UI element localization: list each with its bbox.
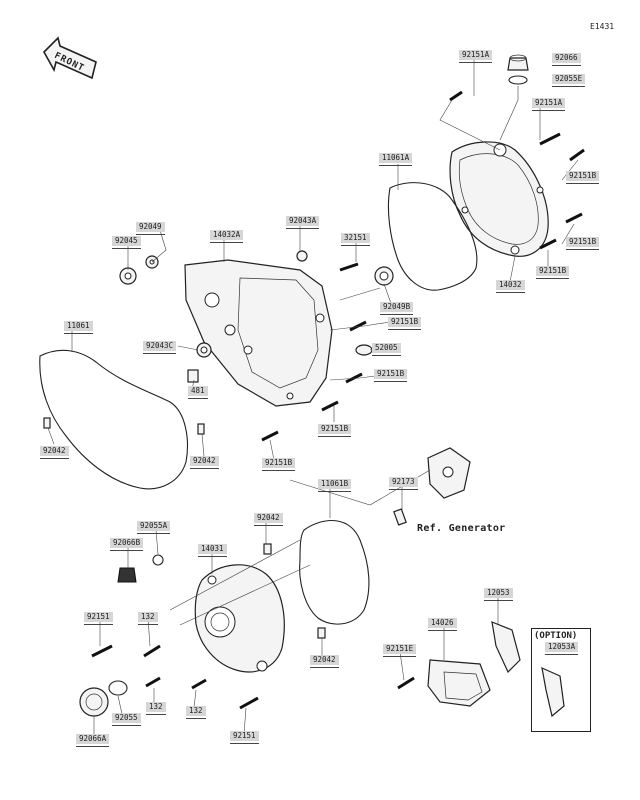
- part-callout[interactable]: 92151: [84, 612, 113, 625]
- part-callout[interactable]: 92066: [552, 53, 581, 66]
- dowel-pins: [263, 543, 326, 639]
- part-callout[interactable]: 32151: [341, 233, 370, 246]
- part-callout[interactable]: 92043A: [286, 216, 320, 229]
- part-callout[interactable]: 11061A: [379, 153, 413, 166]
- part-callout[interactable]: 14026: [428, 618, 457, 631]
- part-callout[interactable]: 14032A: [210, 230, 244, 243]
- part-callout[interactable]: 92151B: [318, 424, 352, 437]
- part-callout[interactable]: 92042: [254, 513, 283, 526]
- part-callout[interactable]: 11061: [64, 321, 93, 334]
- part-callout[interactable]: 92151B: [374, 369, 408, 382]
- part-callout[interactable]: 12053: [484, 588, 513, 601]
- part-callout[interactable]: 52005: [372, 343, 401, 356]
- part-callout[interactable]: 92066B: [110, 538, 144, 551]
- inner-cover: [184, 259, 333, 407]
- part-callout[interactable]: 92042: [190, 456, 219, 469]
- bolts: [91, 90, 585, 710]
- part-callout[interactable]: 92151A: [459, 50, 493, 63]
- part-callout[interactable]: 92045: [112, 236, 141, 249]
- part-callout[interactable]: 92043C: [143, 341, 177, 354]
- diagram-code: E1431: [590, 22, 615, 31]
- part-callout[interactable]: 92173: [389, 477, 418, 490]
- part-callout[interactable]: 132: [146, 702, 166, 715]
- part-callout[interactable]: 92055E: [552, 74, 586, 87]
- part-callout[interactable]: 12053A: [545, 642, 579, 655]
- part-callout[interactable]: 92151A: [532, 98, 566, 111]
- part-callout[interactable]: 92151B: [262, 458, 296, 471]
- generator-reference-part: [393, 447, 471, 526]
- part-callout[interactable]: 92042: [40, 446, 69, 459]
- part-callout[interactable]: 92151E: [383, 644, 417, 657]
- part-callout[interactable]: 481: [188, 386, 208, 399]
- part-callout[interactable]: 132: [138, 612, 158, 625]
- part-callout[interactable]: 92042: [310, 655, 339, 668]
- clutch-cover-outer: [449, 141, 549, 257]
- clutch-cover-gasket: [387, 182, 478, 291]
- part-callout[interactable]: 92151B: [536, 266, 570, 279]
- option-label: (OPTION): [534, 631, 578, 641]
- front-direction-arrow: [43, 36, 97, 80]
- option-box: (OPTION): [531, 628, 591, 732]
- part-callout[interactable]: 132: [186, 706, 206, 719]
- sprocket-cover: [427, 621, 565, 718]
- generator-cover: [194, 564, 285, 673]
- part-callout[interactable]: 92049: [136, 222, 165, 235]
- part-callout[interactable]: 14032: [496, 280, 525, 293]
- oil-filler-plug: [507, 54, 529, 85]
- part-callout[interactable]: 11061B: [318, 479, 352, 492]
- part-callout[interactable]: 92151B: [566, 237, 600, 250]
- part-callout[interactable]: 92151B: [566, 171, 600, 184]
- left-cover-gasket: [39, 349, 205, 490]
- part-callout[interactable]: 92049B: [380, 302, 414, 315]
- part-callout[interactable]: 92151B: [388, 317, 422, 330]
- generator-cover-gasket: [299, 519, 370, 625]
- ref-generator-label: Ref. Generator: [417, 523, 506, 534]
- part-callout[interactable]: 92055A: [137, 521, 171, 534]
- part-callout[interactable]: 92151: [230, 731, 259, 744]
- part-callout[interactable]: 92055: [112, 713, 141, 726]
- cover-caps: [79, 554, 164, 717]
- part-callout[interactable]: 92066A: [76, 734, 110, 747]
- part-callout[interactable]: 14031: [198, 544, 227, 557]
